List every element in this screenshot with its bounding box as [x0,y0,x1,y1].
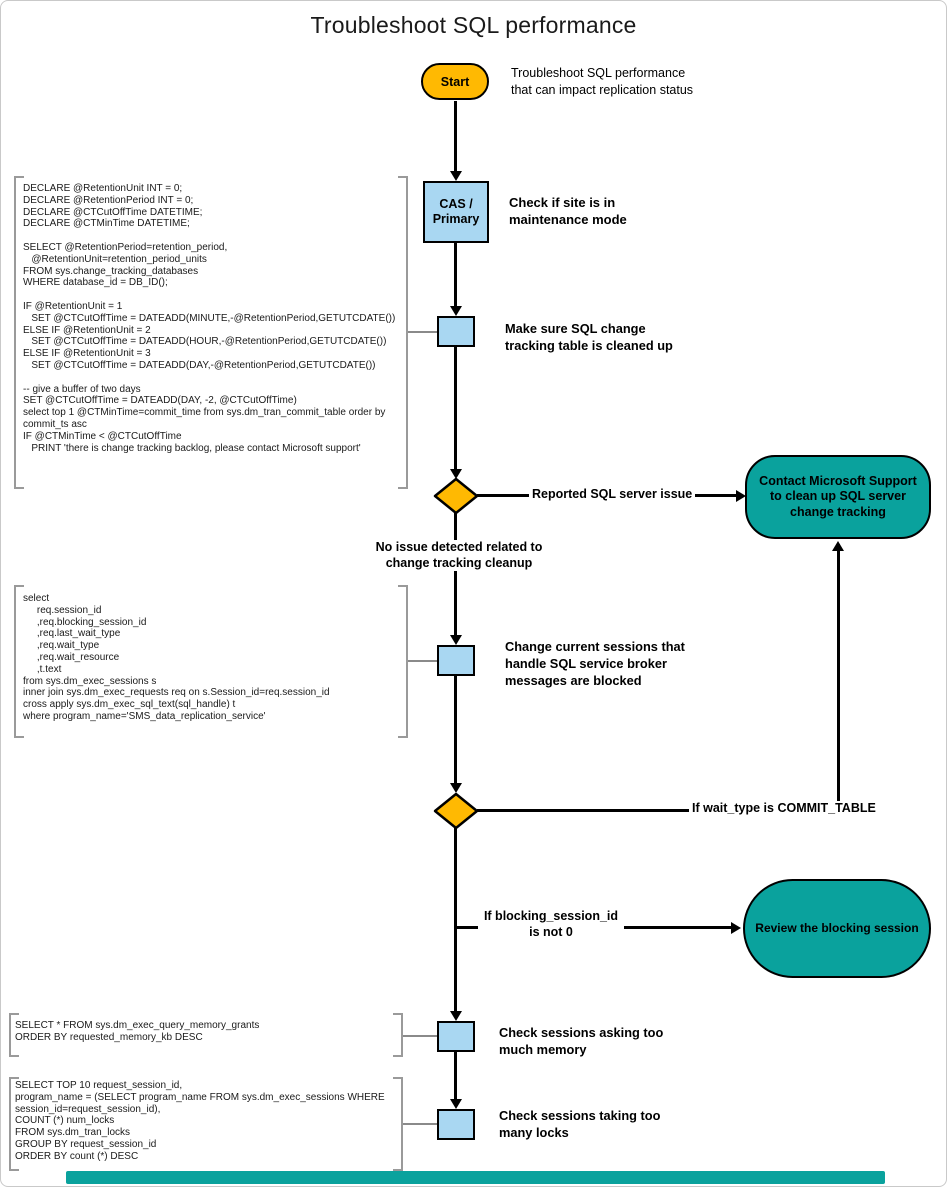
arrowhead-up-into-contact-support [832,541,844,551]
cas-primary-node: CAS / Primary [423,181,489,243]
arrowhead-into-broker-step [450,635,462,645]
bracket-right-locks-sql [393,1077,403,1171]
arrowhead-into-cas [450,171,462,181]
edge-label-blocking-session: If blocking_session_id is not 0 [478,909,624,940]
review-blocking-node: Review the blocking session [743,879,931,978]
bracket-left-retention-sql [14,176,24,489]
arrowhead-into-memory-step [450,1011,462,1021]
arrowhead-into-decision2 [450,783,462,793]
sql-sessions-code: select req.session_id ,req.blocking_sess… [23,593,330,722]
bracket-right-retention-sql [398,176,408,489]
bracket-left-memory-sql [9,1013,19,1057]
memory-annotation: Check sessions asking too much memory [499,1025,664,1057]
callout-line-sessions-sql [408,660,437,662]
connector-memory-to-locks [454,1051,457,1101]
bracket-left-locks-sql [9,1077,19,1171]
locks-check-node [437,1109,475,1140]
broker-annotation: Change current sessions that handle SQL … [505,639,685,688]
arrowhead-into-decision1 [450,469,462,479]
callout-line-locks-sql [403,1123,437,1125]
bracket-left-sessions-sql [14,585,24,738]
sql-retention-code: DECLARE @RetentionUnit INT = 0; DECLARE … [23,183,396,454]
start-node-label: Start [440,74,470,89]
cleanup-annotation: Make sure SQL change tracking table is c… [505,321,673,353]
cas-primary-label: CAS / Primary [432,197,480,226]
arrowhead-into-contact-support [736,490,746,502]
contact-support-node: Contact Microsoft Support to clean up SQ… [745,455,931,539]
memory-check-node [437,1021,475,1052]
cas-annotation: Check if site is in maintenance mode [509,195,627,227]
decision1-diamond [433,477,479,515]
start-annotation: Troubleshoot SQL performance that can im… [511,66,694,97]
connector-start-to-cas [454,101,457,173]
contact-support-label: Contact Microsoft Support to clean up SQ… [759,473,917,519]
cleanup-check-node [437,316,475,347]
broker-check-node [437,645,475,676]
sql-locks-code: SELECT TOP 10 request_session_id, progra… [15,1080,385,1162]
connector-waittype-horizontal [477,809,839,812]
locks-annotation: Check sessions taking too many locks [499,1108,661,1140]
edge-label-wait-type: If wait_type is COMMIT_TABLE [689,801,879,817]
edge-label-reported-issue: Reported SQL server issue [529,487,696,503]
bracket-right-memory-sql [393,1013,403,1057]
diagram-title: Troubleshoot SQL performance [310,12,637,38]
decision2-diamond [433,792,479,830]
arrowhead-into-review-blocking [731,922,741,934]
callout-line-memory-sql [403,1035,437,1037]
connector-waittype-vertical [837,544,840,811]
footer-bar [66,1171,885,1184]
review-blocking-label: Review the blocking session [755,920,919,935]
arrowhead-into-cleanup-step [450,306,462,316]
connector-broker-to-decision2 [454,676,457,785]
connector-cleanup-to-decision1 [454,347,457,471]
start-node: Start [421,63,489,100]
bracket-right-sessions-sql [398,585,408,738]
arrowhead-into-locks-step [450,1099,462,1109]
connector-decision2-to-memory [454,828,457,1013]
callout-line-retention-sql [408,331,437,333]
connector-decision1-to-broker [454,512,457,637]
sql-memory-code: SELECT * FROM sys.dm_exec_query_memory_g… [15,1020,260,1043]
edge-label-no-issue: No issue detected related to change trac… [341,540,577,571]
connector-cas-to-cleanup [454,243,457,308]
